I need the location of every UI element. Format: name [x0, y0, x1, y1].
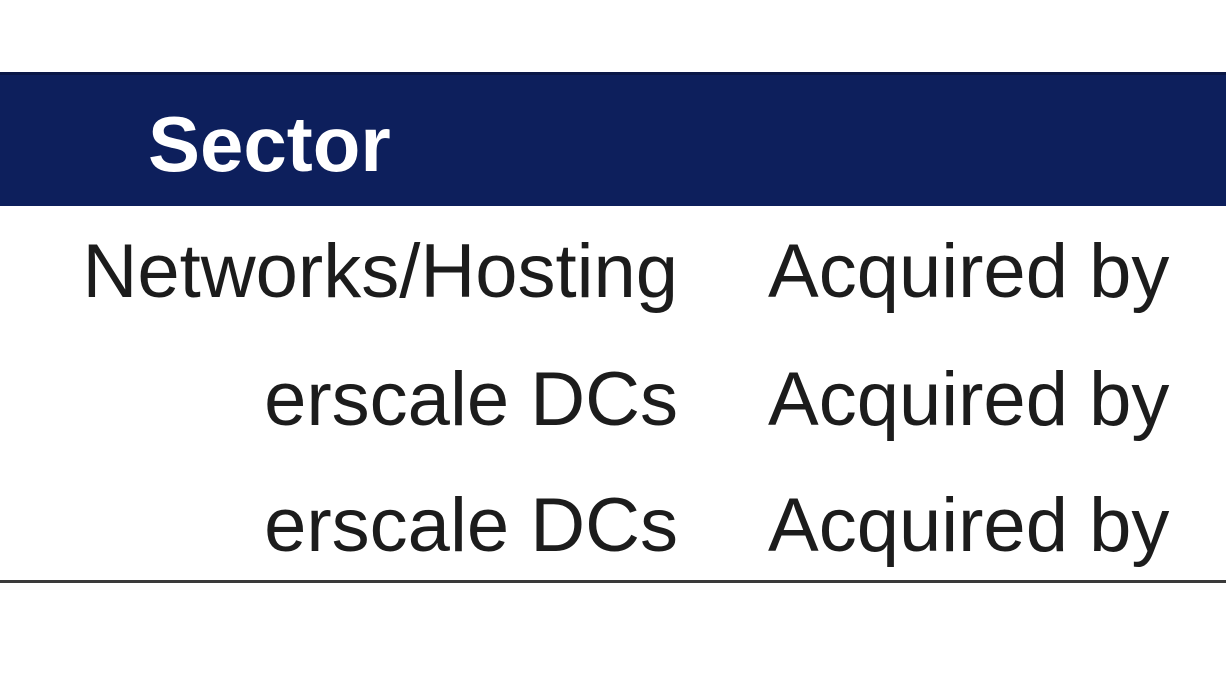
cell-sector: erscale DCs: [264, 483, 678, 568]
table-row: erscale DCs Acquired by: [0, 460, 1226, 588]
cell-status: Acquired by: [768, 229, 1170, 314]
cell-status: Acquired by: [768, 483, 1170, 568]
table-header: Sector: [0, 72, 1226, 206]
cell-sector: erscale DCs: [264, 357, 678, 442]
table-row: Networks/Hosting Acquired by: [0, 206, 1226, 334]
column-header-sector: Sector: [148, 100, 391, 188]
cell-status: Acquired by: [768, 357, 1170, 442]
table-row: erscale DCs Acquired by: [0, 334, 1226, 462]
data-table: Sector Networks/Hosting Acquired by ersc…: [0, 72, 1226, 588]
cell-sector: Networks/Hosting: [82, 229, 678, 314]
table-bottom-rule: [0, 580, 1226, 583]
